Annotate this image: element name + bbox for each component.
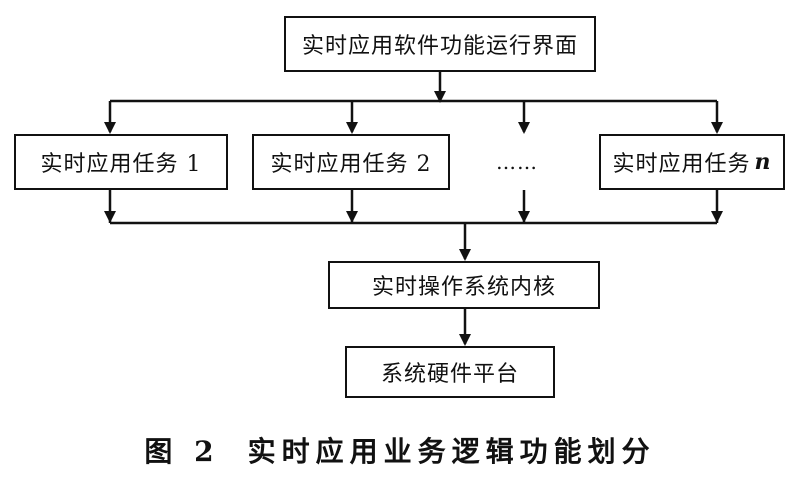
task-box-n-suffix: n — [754, 149, 772, 175]
platform-box: 系统硬件平台 — [345, 346, 555, 398]
arrowhead-ellipsis-out — [518, 211, 530, 223]
arrowhead-task2-out — [346, 211, 358, 223]
kernel-box: 实时操作系统内核 — [328, 261, 600, 309]
kernel-box-label: 实时操作系统内核 — [371, 275, 556, 300]
task-box-2-label: 实时应用任务 2 — [270, 152, 432, 177]
arrowhead-task2-in — [346, 122, 358, 134]
task-ellipsis: …… — [496, 150, 538, 174]
figure-caption: 图 2 实时应用业务逻辑功能划分 — [0, 430, 800, 470]
platform-box-label: 系统硬件平台 — [380, 362, 519, 387]
arrowhead-ellipsis-in — [518, 122, 530, 134]
arrowhead-top — [434, 91, 446, 103]
task-box-n-label: 实时应用任务 — [612, 152, 751, 177]
figure-number: 图 2 — [144, 435, 220, 468]
arrowhead-platform — [459, 334, 471, 346]
arrowhead-task1-in — [104, 122, 116, 134]
figure-title: 实时应用业务逻辑功能划分 — [247, 435, 656, 468]
arrowhead-taskn-in — [711, 122, 723, 134]
arrowhead-taskn-out — [711, 211, 723, 223]
task-box-n: 实时应用任务 n — [599, 134, 785, 190]
task-box-1: 实时应用任务 1 — [14, 134, 228, 190]
arrowhead-task1-out — [104, 211, 116, 223]
top-box-label: 实时应用软件功能运行界面 — [301, 34, 578, 59]
task-box-1-label: 实时应用任务 1 — [40, 152, 202, 177]
top-box-runtime-interface: 实时应用软件功能运行界面 — [284, 16, 596, 72]
task-box-2: 实时应用任务 2 — [252, 134, 450, 190]
arrowhead-kernel — [459, 249, 471, 261]
